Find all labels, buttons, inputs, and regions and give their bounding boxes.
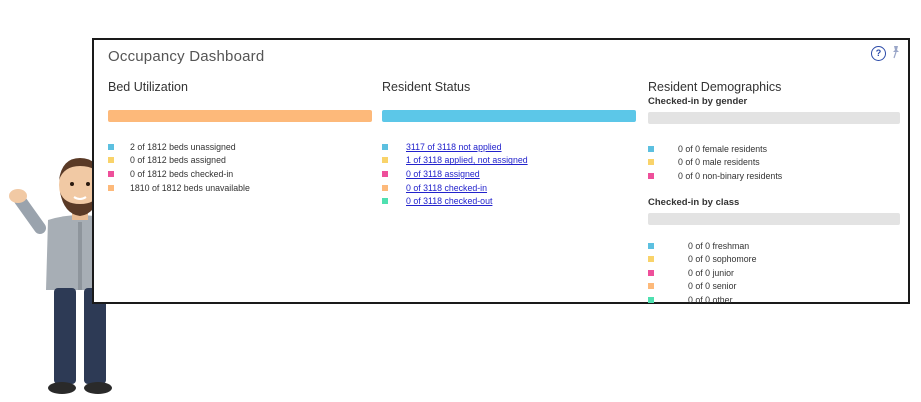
legend-swatch	[648, 283, 654, 290]
bed-utilization-title: Bed Utilization	[108, 80, 188, 94]
resident-demographics-title: Resident Demographics	[648, 80, 782, 94]
legend-text: 0 of 0 male residents	[678, 157, 760, 168]
bed-utilization-section: Bed Utilization 2 of 1812 beds unassigne…	[108, 80, 372, 194]
gender-subtitle: Checked-in by gender	[648, 96, 748, 107]
legend-item: 1 of 3118 applied, not assigned	[382, 154, 636, 168]
gender-legend: 0 of 0 female residents 0 of 0 male resi…	[648, 142, 900, 183]
legend-swatch	[382, 143, 388, 150]
class-subtitle: Checked-in by class	[648, 196, 740, 208]
legend-text: 0 of 0 non-binary residents	[678, 170, 783, 181]
legend-item: 2 of 1812 beds unassigned	[108, 140, 372, 154]
resident-demographics-section: Resident Demographics Checked-in by gend…	[648, 80, 900, 307]
legend-item: 0 of 3118 assigned	[382, 167, 636, 181]
class-legend: 0 of 0 freshman 0 of 0 sophomore 0 of 0 …	[648, 239, 900, 307]
legend-swatch	[108, 143, 114, 150]
legend-text: 0 of 1812 beds checked-in	[130, 168, 234, 179]
legend-text: 0 of 0 female residents	[678, 143, 767, 154]
legend-swatch	[382, 198, 388, 205]
resident-status-legend: 3117 of 3118 not applied 1 of 3118 appli…	[382, 140, 636, 208]
not-applied-link[interactable]: 3117 of 3118 not applied	[406, 141, 502, 152]
dashboard-title: Occupancy Dashboard	[108, 48, 265, 65]
legend-item: 0 of 3118 checked-in	[382, 181, 636, 195]
resident-status-title: Resident Status	[382, 80, 471, 94]
pin-icon[interactable]	[890, 45, 902, 59]
legend-item: 1810 of 1812 beds unavailable	[108, 181, 372, 195]
bed-utilization-bar	[108, 110, 372, 122]
legend-item: 0 of 0 freshman	[648, 239, 900, 253]
legend-item: 0 of 1812 beds checked-in	[108, 167, 372, 181]
legend-swatch	[382, 170, 388, 177]
applied-not-assigned-link[interactable]: 1 of 3118 applied, not assigned	[406, 155, 528, 166]
legend-swatch	[382, 184, 388, 191]
legend-swatch	[648, 159, 654, 166]
legend-swatch	[648, 172, 654, 179]
legend-item: 3117 of 3118 not applied	[382, 140, 636, 154]
checked-out-link[interactable]: 0 of 3118 checked-out	[406, 196, 493, 207]
legend-swatch	[648, 256, 654, 263]
legend-item: 0 of 0 senior	[648, 280, 900, 294]
legend-swatch	[108, 157, 114, 164]
class-bar	[648, 212, 900, 225]
legend-item: 0 of 0 male residents	[648, 156, 900, 170]
legend-text: 0 of 0 sophomore	[688, 254, 757, 265]
help-icon[interactable]: ?	[871, 46, 886, 61]
legend-text: 0 of 0 freshman	[688, 240, 750, 251]
legend-text: 0 of 1812 beds assigned	[130, 155, 226, 166]
legend-swatch	[648, 269, 654, 276]
legend-item: 0 of 0 other	[648, 293, 900, 307]
resident-status-bar	[382, 110, 636, 122]
legend-swatch	[382, 157, 388, 164]
legend-swatch	[648, 145, 654, 152]
legend-item: 0 of 0 female residents	[648, 142, 900, 156]
legend-swatch	[648, 296, 654, 303]
occupancy-dashboard-panel: Occupancy Dashboard ? Bed Utilization 2 …	[92, 38, 910, 307]
legend-swatch	[648, 242, 654, 249]
legend-text: 0 of 0 senior	[688, 281, 737, 292]
assigned-link[interactable]: 0 of 3118 assigned	[406, 168, 480, 179]
legend-swatch	[108, 170, 114, 177]
legend-item: 0 of 1812 beds assigned	[108, 154, 372, 168]
legend-item: 0 of 3118 checked-out	[382, 194, 636, 208]
legend-item: 0 of 0 non-binary residents	[648, 169, 900, 183]
bed-utilization-legend: 2 of 1812 beds unassigned 0 of 1812 beds…	[108, 140, 372, 194]
legend-text: 0 of 0 junior	[688, 267, 734, 278]
checked-in-link[interactable]: 0 of 3118 checked-in	[406, 182, 488, 193]
legend-item: 0 of 0 sophomore	[648, 252, 900, 266]
legend-text: 0 of 0 other	[688, 294, 733, 305]
legend-text: 2 of 1812 beds unassigned	[130, 141, 236, 152]
gender-bar	[648, 112, 900, 124]
legend-swatch	[108, 184, 114, 191]
legend-item: 0 of 0 junior	[648, 266, 900, 280]
resident-status-section: Resident Status 3117 of 3118 not applied…	[382, 80, 636, 208]
legend-text: 1810 of 1812 beds unavailable	[130, 182, 250, 193]
